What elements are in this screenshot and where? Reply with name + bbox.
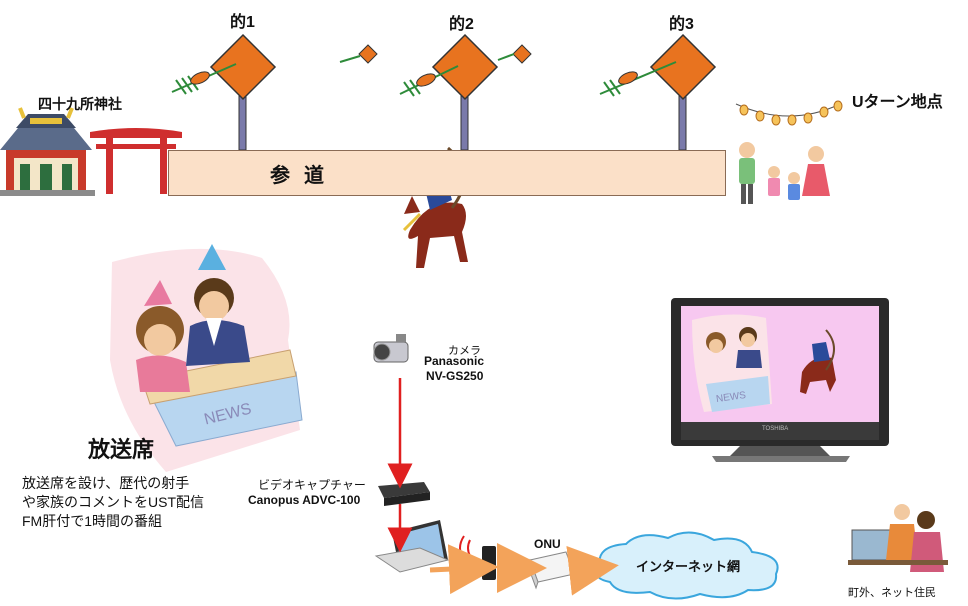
broadcast-desc-line-1: 放送席を設け、歴代の射手 (22, 475, 190, 491)
target-3-label: 的3 (669, 16, 694, 33)
target-1-label: 的1 (230, 14, 255, 31)
viewers-label: 町外、ネット住民 (848, 587, 936, 599)
onu-label: ONU (534, 537, 561, 551)
viewers-illustration (848, 504, 948, 572)
flow-arrow-onu-to-cloud (566, 545, 619, 596)
router-illustration (459, 535, 496, 580)
capture-device-illustration (378, 482, 430, 506)
broadcast-title: 放送席 (88, 437, 155, 462)
camera-brand-label: Panasonic (424, 354, 485, 368)
internet-cloud (595, 531, 779, 600)
approach-label: 参道 (270, 165, 338, 187)
small-target-2 (512, 44, 532, 64)
approach-path (168, 150, 726, 196)
onu-device-illustration (527, 551, 575, 590)
shrine-illustration (0, 107, 95, 196)
broadcast-booth-illustration (110, 244, 303, 472)
flow-arrow-laptop-to-router (429, 544, 499, 595)
target-2-label: 的2 (449, 16, 474, 33)
capture-model-label: Canopus ADVC-100 (248, 493, 361, 507)
laptop-illustration (374, 520, 450, 573)
camera-model-label: NV-GS250 (426, 369, 484, 383)
family-illustration (735, 100, 843, 204)
tv-brand-label: TOSHIBA (762, 426, 789, 432)
internet-label: インターネット網 (636, 559, 741, 574)
camera-kana-label: カメラ (448, 345, 481, 357)
target-1 (209, 33, 277, 151)
uturn-label: Uターン地点 (852, 94, 943, 111)
camera-illustration (373, 334, 409, 363)
television-illustration (671, 298, 889, 462)
shrine-label: 四十九所神社 (38, 96, 122, 112)
broadcast-desc-line-3: FM肝付で1時間の番組 (22, 513, 162, 529)
torii-gate (90, 128, 182, 194)
broadcast-description: 放送席を設け、歴代の射手 や家族のコメントをUST配信 FM肝付で1時間の番組 (22, 474, 204, 531)
capture-kana-label: ビデオキャプチャー (258, 478, 366, 492)
broadcast-desc-line-2: や家族のコメントをUST配信 (22, 494, 204, 510)
small-target-1 (358, 44, 378, 64)
target-2 (431, 33, 499, 151)
target-3 (649, 33, 717, 151)
